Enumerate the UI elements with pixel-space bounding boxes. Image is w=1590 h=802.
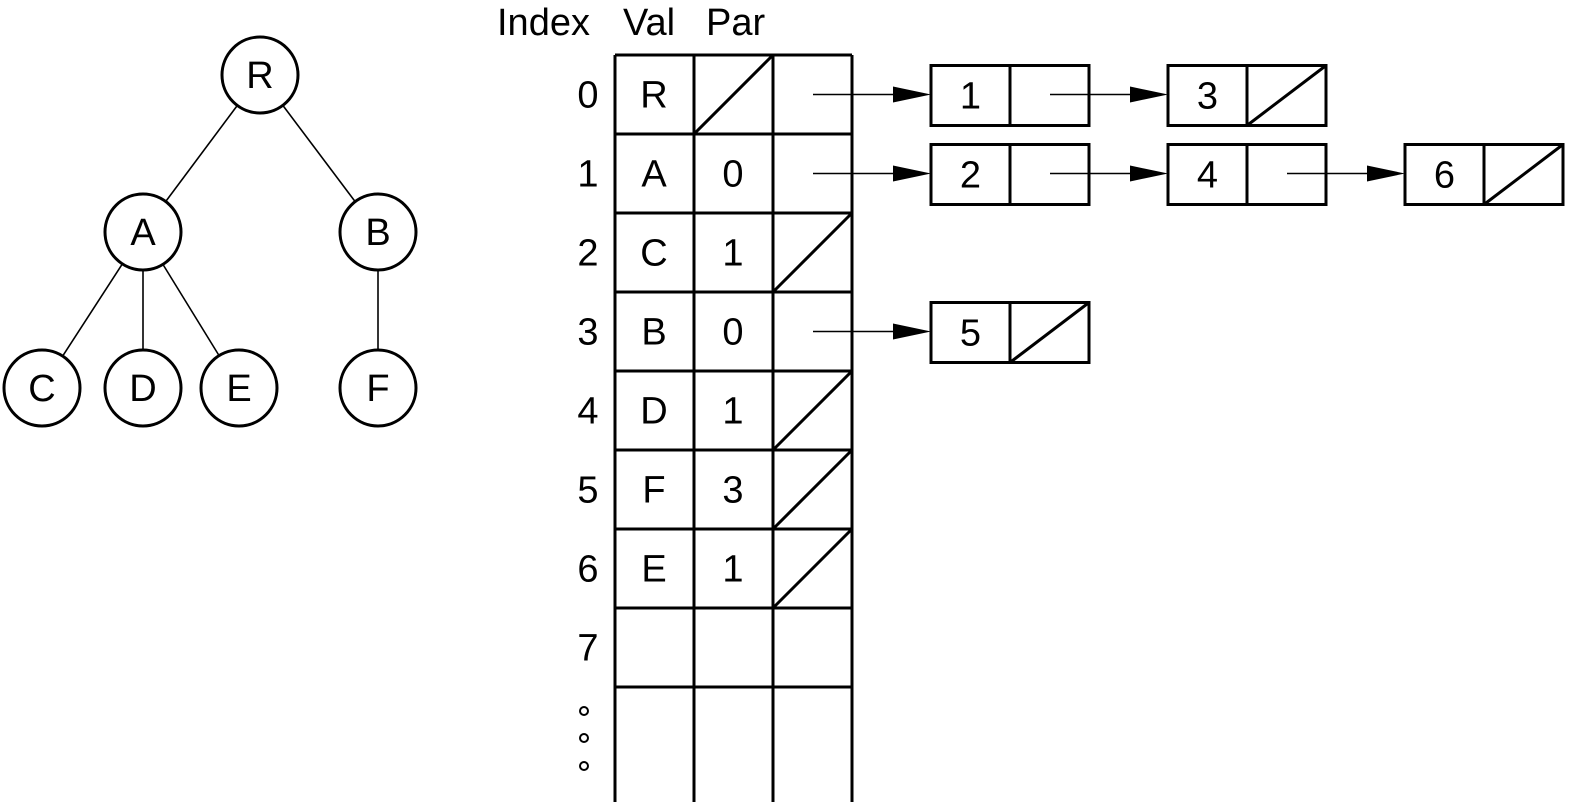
node-circle	[2, 348, 82, 428]
list-node-value: 6	[1434, 155, 1455, 197]
node-circle	[103, 192, 183, 272]
tree-edge-A-E	[162, 263, 220, 357]
tree-node-B: B	[338, 192, 418, 272]
node-circle	[338, 192, 418, 272]
cell-val: D	[640, 391, 667, 433]
node-label: R	[246, 55, 273, 97]
list-null-slash	[1009, 301, 1090, 364]
cell-val: F	[642, 470, 665, 512]
cell-par: 1	[722, 391, 743, 433]
cell-val: B	[641, 312, 666, 354]
arrowhead	[1130, 86, 1168, 103]
ellipsis-dot	[579, 761, 589, 771]
row-index: 3	[577, 312, 598, 354]
children-null-slash	[771, 527, 854, 610]
list-null-slash	[1483, 143, 1564, 206]
node-circle	[220, 35, 300, 115]
tree-edge-R-A	[165, 104, 238, 203]
arrowhead	[1367, 165, 1405, 182]
row-index: 1	[577, 154, 598, 196]
children-null-slash	[771, 448, 854, 531]
tree-node-F: F	[338, 348, 418, 428]
tree-edges	[61, 104, 379, 357]
arrowhead	[893, 165, 931, 182]
cell-val: R	[640, 75, 667, 117]
list-node-value: 5	[960, 313, 981, 355]
row-index: 4	[577, 391, 598, 433]
row-index: 7	[577, 628, 598, 670]
list-node: 6	[1403, 143, 1565, 206]
par-null-slash	[692, 53, 775, 136]
cell-par: 3	[722, 470, 743, 512]
node-label: D	[129, 368, 156, 410]
table-headers: Index Val Par	[497, 2, 765, 44]
node-circle	[338, 348, 418, 428]
child-list-row-1: 2 4 6	[813, 143, 1565, 206]
arrowhead	[1130, 165, 1168, 182]
tree-node-A: A	[103, 192, 183, 272]
table-row-5: 5 F 3	[577, 448, 854, 531]
node-circle	[199, 348, 279, 428]
row-index: 6	[577, 549, 598, 591]
cell-val: A	[641, 154, 667, 196]
table-row-1: 1 A 0	[577, 154, 743, 196]
cell-val: E	[641, 549, 666, 591]
tree-node-R: R	[220, 35, 300, 115]
list-node: 2	[929, 143, 1168, 206]
list-node: 3	[1166, 64, 1328, 127]
children-null-slash	[771, 211, 854, 294]
list-node-value: 2	[960, 155, 981, 197]
header-val: Val	[623, 2, 675, 44]
arrowhead	[893, 86, 931, 103]
list-node: 4	[1166, 143, 1405, 206]
list-node-value: 4	[1197, 155, 1218, 197]
continuation-dots	[579, 706, 589, 771]
tree-node-C: C	[2, 348, 82, 428]
arrowhead	[893, 323, 931, 340]
row-index: 0	[577, 75, 598, 117]
tree-node-D: D	[103, 348, 183, 428]
node-label: F	[366, 368, 389, 410]
node-label: E	[226, 368, 251, 410]
cell-par: 0	[722, 312, 743, 354]
list-null-slash	[1246, 64, 1327, 127]
list-node: 1	[929, 64, 1168, 127]
tree-node-E: E	[199, 348, 279, 428]
cell-par: 1	[722, 233, 743, 275]
node-circle	[103, 348, 183, 428]
list-node: 5	[929, 301, 1091, 364]
cell-val: C	[640, 233, 667, 275]
node-label: A	[130, 212, 156, 254]
header-par: Par	[706, 2, 765, 44]
ellipsis-dot	[579, 706, 589, 716]
tree: R A B C D E F	[2, 35, 418, 428]
tree-edge-A-C	[61, 263, 124, 357]
table-row-3: 3 B 0	[577, 312, 743, 354]
node-label: B	[365, 212, 390, 254]
table-grid	[613, 53, 854, 802]
cell-par: 0	[722, 154, 743, 196]
list-node-value: 3	[1197, 76, 1218, 118]
row-index: 2	[577, 233, 598, 275]
ellipsis-dot	[579, 733, 589, 743]
list-node-value: 1	[960, 76, 981, 118]
child-list-row-3: 5	[813, 301, 1091, 364]
table-row-7: 7	[577, 628, 598, 670]
cell-par: 1	[722, 549, 743, 591]
header-index: Index	[497, 2, 590, 44]
table-row-6: 6 E 1	[577, 527, 854, 610]
children-null-slash	[771, 369, 854, 452]
tree-edge-R-B	[282, 104, 356, 203]
node-label: C	[28, 368, 55, 410]
row-index: 5	[577, 470, 598, 512]
